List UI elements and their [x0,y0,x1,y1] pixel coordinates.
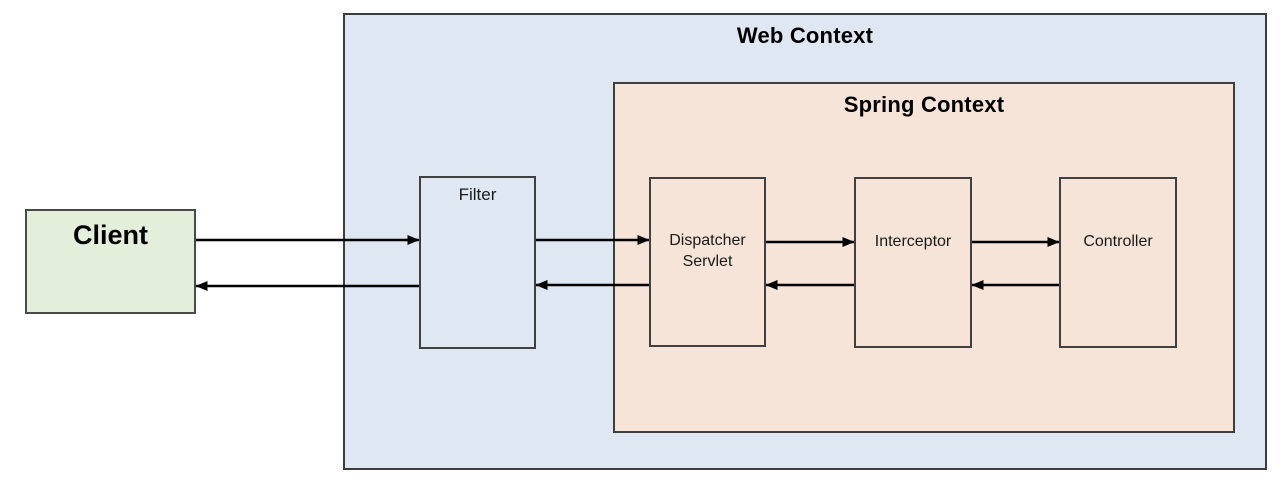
client-label: Client [72,220,148,250]
dispatcher-servlet-node: Dispatcher Servlet [649,177,766,347]
web-context-title: Web Context [736,23,874,48]
filter-label: Filter [458,185,497,204]
controller-node: Controller [1059,177,1177,348]
dispatcher-servlet-label: Dispatcher Servlet [669,232,746,270]
interceptor-label: Interceptor [874,233,952,250]
client-node: Client [25,209,196,314]
filter-node: Filter [419,176,536,349]
controller-label: Controller [1083,233,1153,250]
spring-context-title: Spring Context [843,92,1005,117]
interceptor-node: Interceptor [854,177,972,348]
